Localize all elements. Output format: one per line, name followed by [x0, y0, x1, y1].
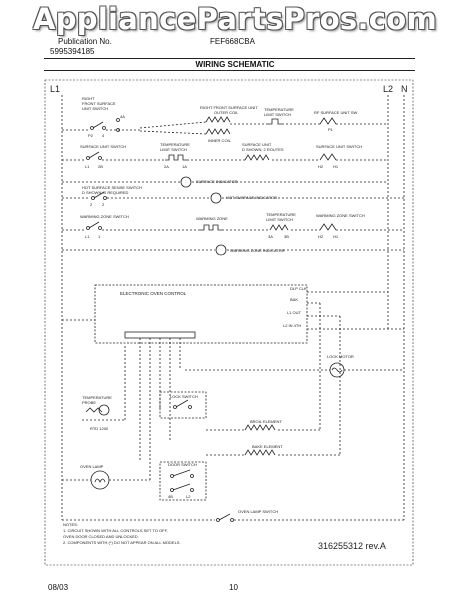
note-line-1: 1. CIRCUIT SHOWN WITH ALL CONTROLS SET T…	[63, 528, 168, 533]
terminal-p2: P2	[88, 133, 94, 138]
eoc-pin-3: L1 OUT	[287, 310, 302, 315]
terminal-l1: L1	[85, 164, 90, 169]
bake-element-label: BAKE ELEMENT	[252, 444, 283, 449]
part-number: 316255312 rev.A	[318, 541, 386, 551]
terminal-4a: 4A	[120, 114, 125, 119]
temp-limit-label-1: TEMPERATURE	[264, 107, 294, 112]
surface-indicator-label: SURFACE INDICATOR	[196, 179, 238, 184]
oven-lamp-label: OVEN LAMP	[80, 464, 104, 469]
broil-element-label: BROIL ELEMENT	[250, 419, 282, 424]
temp-limit-2-label-1: TEMPERATURE	[160, 142, 190, 147]
temp-limit-3-label-1: TEMPERATURE	[266, 212, 296, 217]
surface-unit-switch-label: SURFACE UNIT SWITCH	[80, 144, 126, 149]
hot-surface-switch-label-1: HOT SURFACE SENSE SWITCH	[82, 185, 142, 190]
probe-label-2: PROBE	[82, 400, 96, 405]
surface-unit-mid-label-1: SURFACE UNIT	[242, 142, 272, 147]
lock-motor-label: LOCK MOTOR	[327, 354, 354, 359]
warming-zone-label: WARMING ZONE	[196, 216, 228, 221]
publication-label: Publication No.	[58, 37, 112, 46]
terminal-2b: 2B	[98, 164, 103, 169]
terminal-l1-b: L1	[85, 234, 90, 239]
warming-zone-switch-label: WARMING ZONE SWITCH	[80, 214, 129, 219]
warming-zone-indicator-label: WARMING ZONE INDICATOR	[230, 248, 285, 253]
surface-unit-switch-right-label: SURFACE UNIT SWITCH	[316, 144, 362, 149]
eoc-label: ELECTRONIC OVEN CONTROL	[120, 291, 187, 296]
terminal-2: 2	[90, 202, 93, 207]
rf-unit-label-2: OUTER COIL	[214, 110, 239, 115]
title-rule	[44, 70, 415, 71]
door-switch-label: DOOR SWITCH	[168, 462, 197, 467]
rail-l1-label: L1	[50, 84, 60, 94]
rtd-label: RTD 1200	[90, 426, 109, 431]
eoc-pin-2: BAK	[290, 297, 298, 302]
oven-lamp-switch-label: OVEN LAMP SWITCH	[238, 509, 278, 514]
terminal-3a: 3A	[268, 234, 273, 239]
temp-limit-label-2: LIMIT SWITCH	[264, 112, 291, 117]
terminal-h1: H1	[333, 164, 339, 169]
terminal-h2: H2	[318, 164, 324, 169]
note-line-3: 2. COMPONENTS WITH (*) DO NOT APPEAR ON …	[63, 540, 181, 545]
model-number: FEF668CBA	[210, 37, 255, 46]
terminal-p1: P1	[328, 127, 334, 132]
hot-surface-indicator-label: HOT SURFACE INDICATOR	[226, 195, 277, 200]
inner-coil-label: INNER COIL	[208, 138, 232, 143]
hot-surface-switch-label-2: D SHOWN IS REQUIRED	[82, 190, 129, 195]
watermark: AppliancePartsPros.com	[32, 2, 438, 36]
temp-limit-2-label-2: LIMIT SWITCH	[160, 147, 187, 152]
terminal-1: 1	[98, 234, 101, 239]
terminal-2-alt: 2	[102, 202, 105, 207]
footer-page-number: 10	[229, 583, 238, 592]
surface-unit-mid-label-2: D SHOWN, 2 ROUTES	[242, 147, 284, 152]
probe-label-1: TEMPERATURE	[82, 395, 112, 400]
eoc-pin-1: DLP CLK	[290, 286, 307, 291]
publication-number: 5995394185	[50, 47, 95, 56]
notes-heading: NOTES:	[63, 522, 78, 527]
rf-switch-label-2: FRONT SURFACE	[82, 101, 116, 106]
terminal-4b: 4B	[168, 494, 173, 499]
terminal-3b: 3B	[284, 234, 289, 239]
footer-date: 08/03	[48, 583, 69, 592]
rf-switch-label-1: RIGHT	[82, 96, 95, 101]
rail-n-label: N	[401, 84, 408, 94]
eoc-pin-4: L2 IN 4TH	[283, 323, 301, 328]
terminal-h1-b: H1	[333, 234, 339, 239]
rf-unit-label-1: RIGHT FRONT SURFACE UNIT	[200, 105, 258, 110]
rail-l2-label: L2	[383, 84, 393, 94]
rf-surface-unit-sw-label: RF SURFACE UNIT SW	[314, 110, 357, 115]
rf-switch-label-3: UNIT SWITCH	[82, 106, 108, 111]
temp-limit-3-label-2: LIMIT SWITCH	[266, 217, 293, 222]
warming-zone-switch-right-label: WARMING ZONE SWITCH	[316, 213, 365, 218]
terminal-2a: 2A	[164, 164, 169, 169]
note-line-2: OVEN DOOR CLOSED AND UNLOCKED.	[63, 534, 139, 539]
header-rule	[44, 58, 415, 59]
terminal-4: 4	[102, 133, 105, 138]
terminal-h2-b: H2	[318, 234, 324, 239]
page-title: WIRING SCHEMATIC	[195, 60, 275, 69]
terminal-1a: 1A	[182, 164, 187, 169]
lock-switch-label: LOCK SWITCH	[170, 394, 198, 399]
terminal-l2: L2	[186, 494, 191, 499]
